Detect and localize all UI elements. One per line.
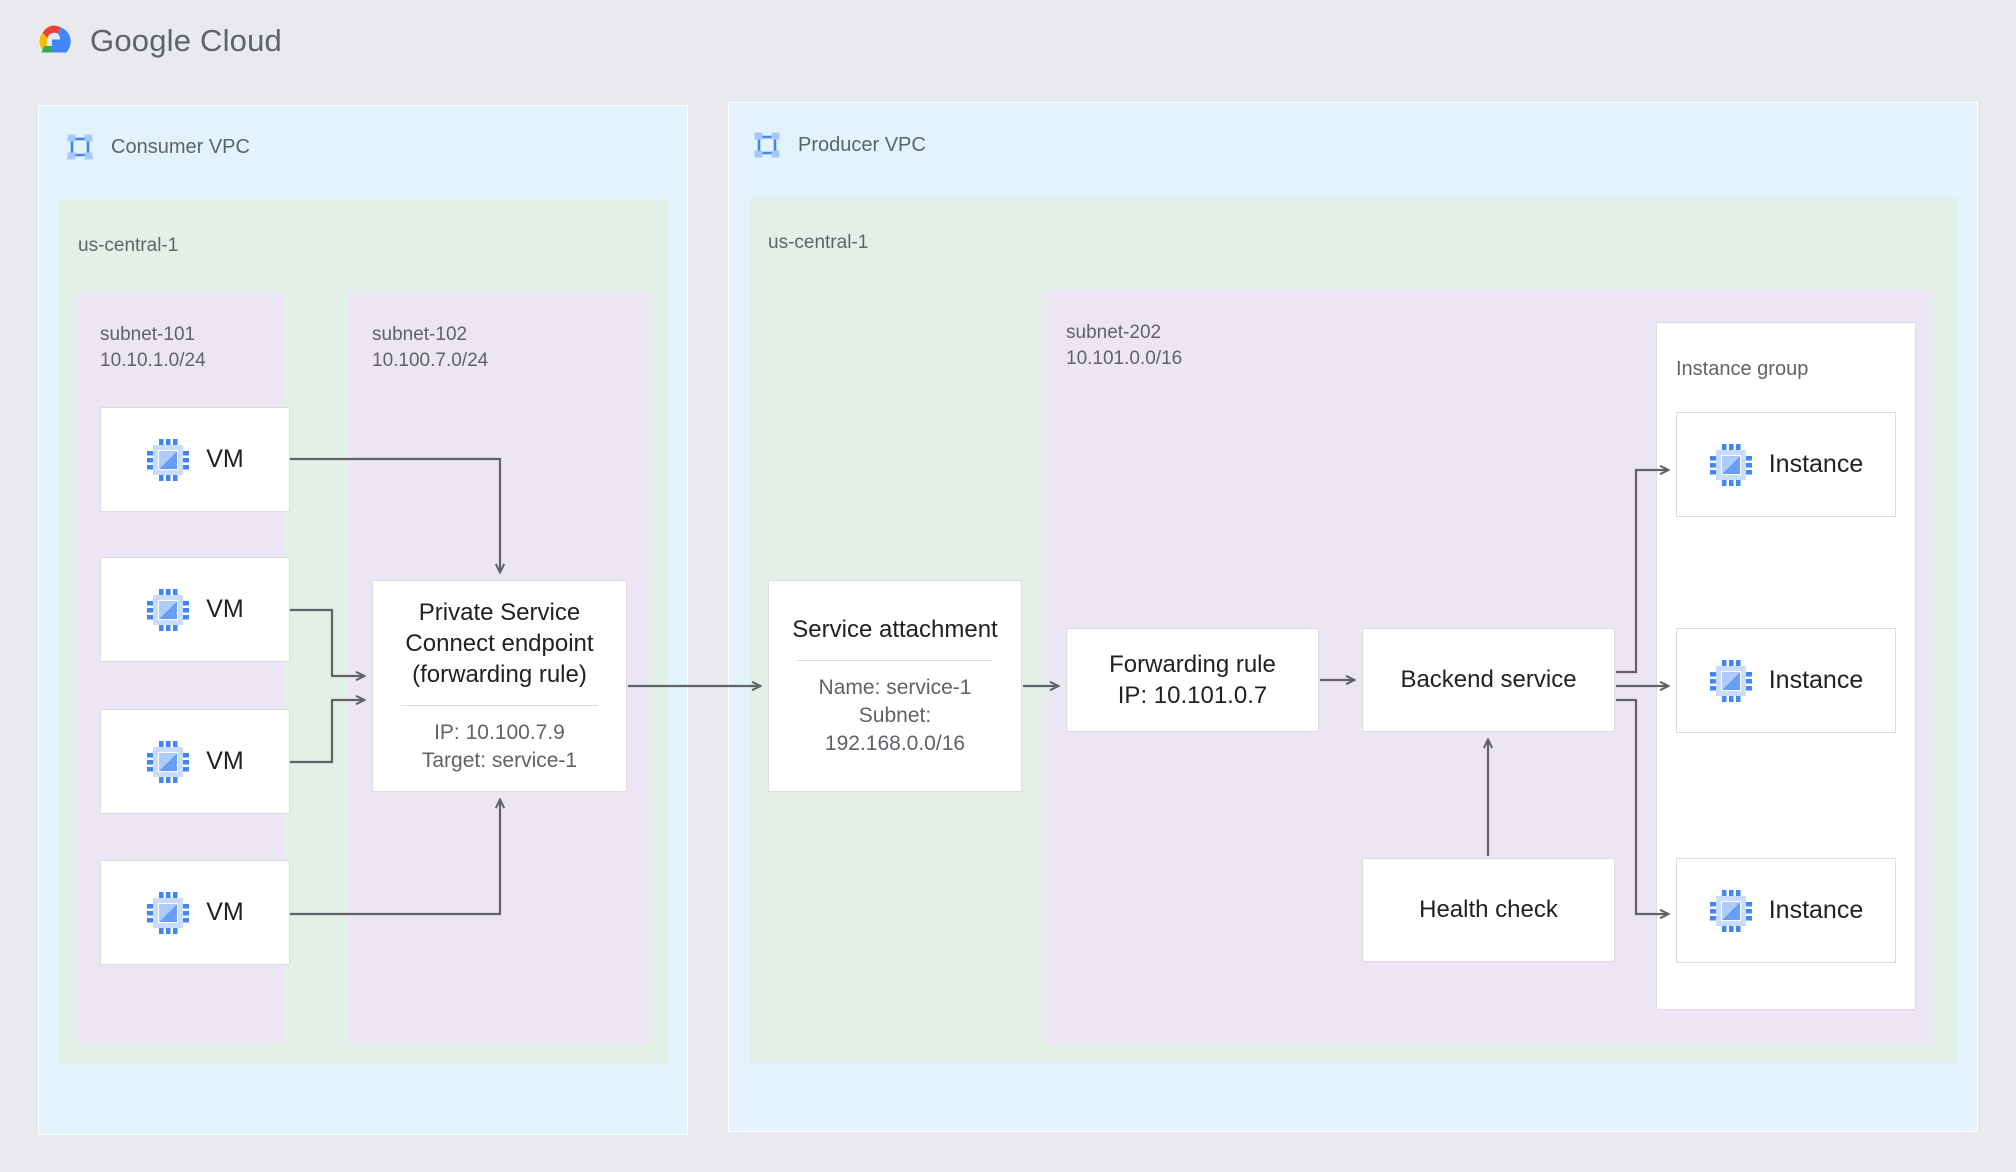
- divider: [400, 705, 599, 707]
- instance-node-1[interactable]: Instance: [1676, 412, 1896, 517]
- service-attachment-details: Name: service-1 Subnet: 192.168.0.0/16: [818, 676, 972, 756]
- forwarding-rule-card[interactable]: Forwarding rule IP: 10.101.0.7: [1066, 628, 1319, 732]
- vm-label: VM: [206, 747, 244, 775]
- vpc-network-icon: [67, 134, 93, 160]
- brand-label: Google Cloud: [90, 23, 282, 59]
- instance-label: Instance: [1768, 896, 1864, 924]
- vm-label: VM: [206, 445, 244, 473]
- producer-vpc-title: Producer VPC: [798, 133, 926, 156]
- google-cloud-brand: Google Cloud: [30, 22, 282, 60]
- vm-chip-icon: [1709, 443, 1752, 486]
- vpc-network-icon: [754, 132, 780, 158]
- backend-service-label: Backend service: [1400, 666, 1577, 694]
- psc-endpoint-card[interactable]: Private Service Connect endpoint (forwar…: [372, 580, 627, 792]
- vm-chip-icon: [147, 740, 190, 783]
- instance-label: Instance: [1768, 666, 1864, 694]
- vm-node-4[interactable]: VM: [100, 860, 290, 965]
- instance-node-3[interactable]: Instance: [1676, 858, 1896, 963]
- instance-node-2[interactable]: Instance: [1676, 628, 1896, 733]
- producer-vpc-header: Producer VPC: [752, 130, 926, 160]
- vm-chip-icon: [147, 438, 190, 481]
- divider: [796, 660, 994, 662]
- backend-service-card[interactable]: Backend service: [1362, 628, 1615, 732]
- forwarding-rule-label: Forwarding rule IP: 10.101.0.7: [1109, 650, 1276, 709]
- vm-node-1[interactable]: VM: [100, 407, 290, 512]
- psc-endpoint-title: Private Service Connect endpoint (forwar…: [405, 598, 594, 689]
- health-check-label: Health check: [1419, 896, 1558, 924]
- vm-chip-icon: [1709, 659, 1752, 702]
- brand-google: Google: [90, 23, 192, 58]
- vm-chip-icon: [147, 891, 190, 934]
- consumer-region-label: us-central-1: [78, 235, 179, 256]
- health-check-card[interactable]: Health check: [1362, 858, 1615, 962]
- vm-label: VM: [206, 595, 244, 623]
- brand-cloud: Cloud: [200, 23, 282, 58]
- instance-group-label: Instance group: [1676, 358, 1809, 380]
- subnet-101-label: subnet-101 10.10.1.0/24: [100, 324, 206, 372]
- vm-chip-icon: [147, 588, 190, 631]
- google-cloud-logo-icon: [39, 25, 71, 53]
- subnet-102-label: subnet-102 10.100.7.0/24: [372, 324, 489, 372]
- consumer-vpc-title: Consumer VPC: [111, 135, 250, 158]
- vm-node-2[interactable]: VM: [100, 557, 290, 662]
- vm-chip-icon: [1709, 889, 1752, 932]
- consumer-vpc-header: Consumer VPC: [65, 132, 250, 162]
- vm-label: VM: [206, 898, 244, 926]
- service-attachment-card[interactable]: Service attachment Name: service-1 Subne…: [768, 580, 1022, 792]
- subnet-202-label: subnet-202 10.101.0.0/16: [1066, 322, 1183, 370]
- service-attachment-title: Service attachment: [792, 616, 998, 644]
- instance-label: Instance: [1768, 450, 1864, 478]
- vm-node-3[interactable]: VM: [100, 709, 290, 814]
- psc-endpoint-details: IP: 10.100.7.9 Target: service-1: [421, 721, 578, 773]
- producer-region-label: us-central-1: [768, 232, 869, 253]
